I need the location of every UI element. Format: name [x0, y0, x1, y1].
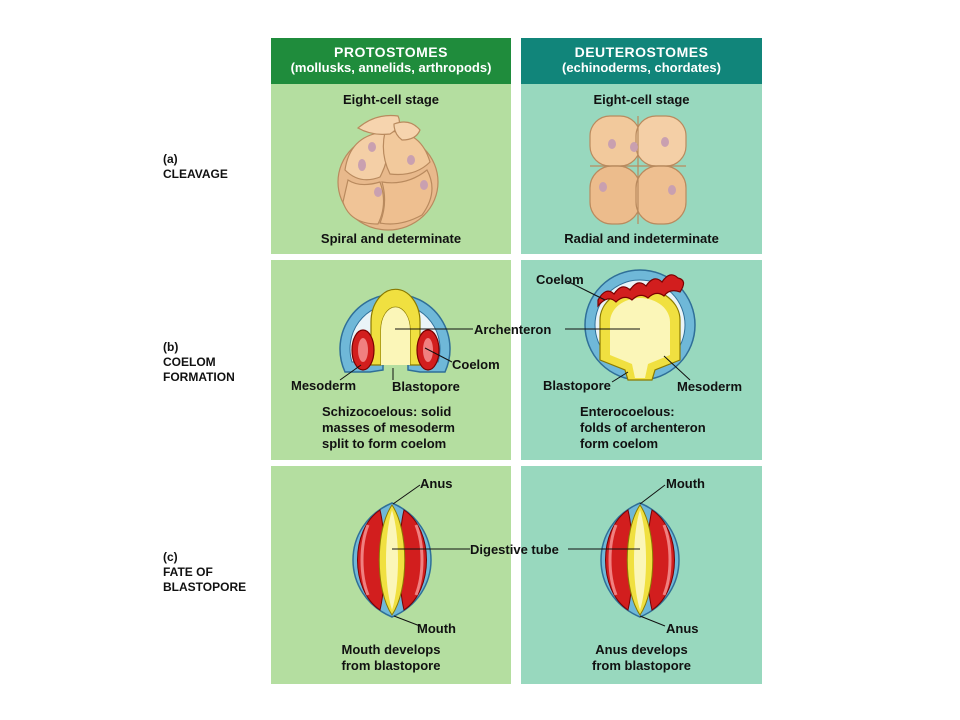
row-c-name-line1: FATE OF	[163, 565, 213, 579]
proto-coelom-label: Coelom	[452, 357, 500, 372]
deut-blastopore-caption-line2: from blastopore	[592, 658, 691, 673]
proto-blastopore-label: Blastopore	[392, 379, 460, 394]
row-c-name-line2: BLASTOPORE	[163, 580, 247, 594]
deut-coelom-caption-line3: form coelom	[580, 436, 659, 451]
deuterostomes-subtitle: (echinoderms, chordates)	[562, 60, 721, 75]
leader-lines	[339, 280, 691, 627]
row-c-label: (c) FATE OF BLASTOPORE	[163, 550, 246, 595]
proto-gastrula	[339, 288, 451, 373]
deut-blastopore-caption-line1: Anus develops	[595, 642, 688, 657]
proto-blastopore-caption-line2: from blastopore	[341, 658, 441, 673]
deut-blastopore-caption: Anus develops from blastopore	[521, 642, 762, 674]
deut-coelom-label: Coelom	[536, 272, 584, 287]
deuterostomes-title: DEUTEROSTOMES	[574, 44, 709, 60]
deut-eight-cell-embryo	[589, 115, 687, 225]
row-a-name: CLEAVAGE	[163, 167, 228, 181]
deut-coelom-caption-line2: folds of archenteron	[580, 420, 706, 435]
row-a-letter: (a)	[163, 152, 178, 166]
proto-coelom-caption-line1: Schizocoelous: solid	[322, 404, 452, 419]
deut-gut	[600, 502, 680, 618]
row-a-label: (a) CLEAVAGE	[163, 152, 228, 182]
proto-top-opening-label: Anus	[420, 476, 453, 491]
cleavage-proto-caption: Spiral and determinate	[320, 231, 462, 246]
row-b-letter: (b)	[163, 340, 179, 354]
row-c-letter: (c)	[163, 550, 178, 564]
row-b-name-line2: FORMATION	[163, 370, 235, 384]
deut-mesoderm-label: Mesoderm	[677, 379, 743, 394]
deut-coelom-caption: Enterocoelous: folds of archenteron form…	[580, 404, 706, 452]
archenteron-label: Archenteron	[474, 322, 552, 337]
proto-bottom-opening-label: Mouth	[417, 621, 456, 636]
proto-coelom-caption-line3: split to form coelom	[322, 436, 447, 451]
protostomes-header: PROTOSTOMES (mollusks, annelids, arthrop…	[271, 38, 511, 84]
row-b-label: (b) COELOM FORMATION	[163, 340, 235, 385]
deuterostomes-header: DEUTEROSTOMES (echinoderms, chordates)	[521, 38, 762, 84]
digestive-tube-label: Digestive tube	[470, 542, 559, 557]
proto-coelom-caption-line2: masses of mesoderm	[322, 420, 455, 435]
cleavage-deut-stage-label: Eight-cell stage	[593, 92, 690, 107]
proto-blastopore-caption: Mouth develops from blastopore	[271, 642, 511, 674]
deut-coelom-caption-line1: Enterocoelous:	[580, 404, 675, 419]
deut-gastrula	[584, 269, 696, 383]
cleavage-proto-stage-label: Eight-cell stage	[342, 92, 440, 107]
deut-bottom-opening-label: Anus	[666, 621, 699, 636]
protostomes-subtitle: (mollusks, annelids, arthropods)	[290, 60, 492, 75]
proto-gut	[352, 502, 432, 618]
protostomes-title: PROTOSTOMES	[334, 44, 448, 60]
proto-blastopore-caption-line1: Mouth develops	[341, 642, 441, 657]
proto-coelom-caption: Schizocoelous: solid masses of mesoderm …	[322, 404, 455, 452]
cleavage-deut-panel	[521, 84, 762, 254]
deut-top-opening-label: Mouth	[666, 476, 705, 491]
proto-eight-cell-embryo	[337, 114, 439, 231]
deut-blastopore-label: Blastopore	[543, 378, 611, 393]
cleavage-deut-caption: Radial and indeterminate	[564, 231, 719, 246]
proto-mesoderm-label: Mesoderm	[291, 378, 357, 393]
row-b-name-line1: COELOM	[163, 355, 216, 369]
